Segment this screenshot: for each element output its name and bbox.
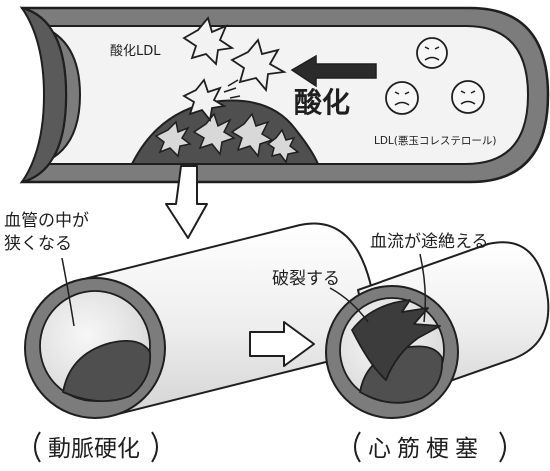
hollow-right-arrow-icon — [249, 321, 315, 367]
oxidized-ldl-icon — [230, 112, 274, 158]
rupture-label: 破裂する — [272, 269, 340, 289]
caption-bracket-right — [499, 431, 506, 463]
atherosclerosis-vessel — [24, 222, 375, 419]
ldl-particle-1 — [416, 37, 448, 69]
ldl-bad-cholesterol-label: LDL(悪玉コレステロール) — [374, 135, 496, 147]
oxidized-ldl-icon — [154, 120, 192, 158]
myocardial-infarction-label: 心筋梗塞 — [368, 436, 484, 462]
vessel-narrowing-label-line2: 狭くなる — [4, 234, 72, 254]
atherosclerosis-label: 動脈硬化 — [48, 436, 140, 462]
worried-face-circle-icon — [451, 80, 485, 114]
oxidized-ldl-label: 酸化LDL — [110, 44, 161, 59]
worried-face-circle-icon — [416, 37, 448, 69]
myocardial-infarction-caption: 心筋梗塞 — [354, 431, 506, 463]
ldl-particles — [385, 37, 485, 115]
leader-line-flow — [419, 253, 427, 323]
plaque-mound — [130, 99, 320, 165]
blood-flow-cut-off-label: 血流が途絶える — [370, 232, 489, 252]
oxidized-ldl-icon — [266, 128, 300, 164]
worried-face-circle-icon — [385, 81, 419, 115]
infarction-vessel — [325, 241, 550, 419]
oxidation-label: 酸化 — [294, 86, 350, 119]
caption-bracket-left — [354, 431, 361, 463]
oxidized-ldl-icon — [192, 112, 236, 156]
oxidized-ldl-icon — [182, 78, 227, 123]
oxidized-ldl-icon — [230, 38, 287, 93]
leader-line — [61, 257, 75, 327]
vessel-narrowing-label-line1: 血管の中が — [4, 211, 89, 231]
oxidized-ldl-icon — [182, 16, 235, 66]
leader-line-rupture — [329, 287, 369, 323]
hollow-down-arrow-icon — [165, 165, 208, 239]
ldl-particle-3 — [451, 80, 485, 114]
cross-section-plaque — [61, 340, 152, 403]
motion-lines — [223, 79, 241, 99]
caption-bracket-left — [34, 431, 41, 463]
left-arrow-icon — [290, 54, 377, 88]
ruptured-plaque-clot — [351, 299, 441, 381]
oxidized-ldl-particles — [182, 16, 287, 123]
ldl-particle-2 — [385, 81, 419, 115]
vessel-opening — [19, 6, 68, 184]
plaque-crystals — [154, 112, 300, 164]
caption-bracket-right — [151, 431, 158, 463]
atherosclerosis-caption: 動脈硬化 — [34, 431, 158, 463]
